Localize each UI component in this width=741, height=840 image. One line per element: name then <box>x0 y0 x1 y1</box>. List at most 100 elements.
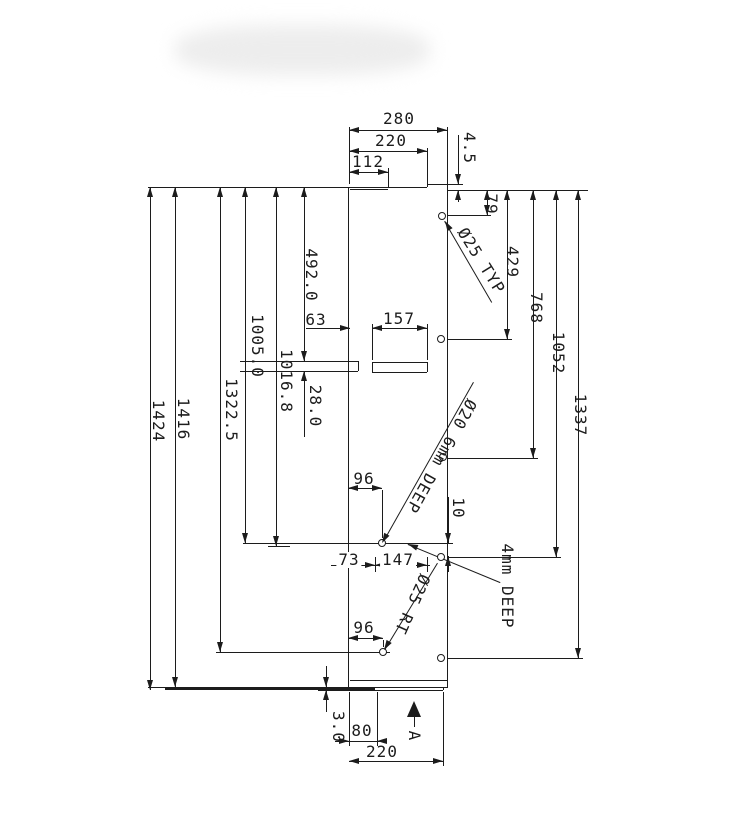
dimline-1337 <box>578 190 579 658</box>
dimline-1016p8 <box>276 187 277 546</box>
hole-mid-lower <box>379 648 387 656</box>
dim-10: 10 <box>449 497 468 519</box>
dim-79: 79 <box>482 193 501 215</box>
hole-top-right <box>438 212 446 220</box>
dim-1337: 1337 <box>571 393 590 437</box>
arrow-96b-r <box>373 635 383 641</box>
dimline-4p5-tail <box>458 190 459 202</box>
dim-220-bottom: 220 <box>366 742 398 761</box>
arrow-1016-b <box>273 536 279 546</box>
plate-bottom-inner <box>350 680 447 681</box>
plate-bottom-thick <box>165 687 375 690</box>
ext-73-147-right <box>427 557 428 572</box>
arrow-220t-r <box>417 148 427 154</box>
dimline-157 <box>372 328 427 329</box>
dim-96-top: 96 <box>353 469 375 488</box>
arrow-1416-b <box>172 677 178 687</box>
dimline-429 <box>507 190 508 339</box>
ext-96-bottom <box>383 640 384 647</box>
dim-1322p5: 1322.5 <box>222 378 241 442</box>
ext-112 <box>388 168 389 187</box>
hole-right-5 <box>437 654 445 662</box>
open-slot-bottom <box>240 371 358 372</box>
dim-1005p0: 1005.0 <box>248 314 267 378</box>
hole-right-3 <box>439 453 447 461</box>
dimline-10 <box>448 497 449 543</box>
section-view-arrow-stem <box>414 716 415 727</box>
arrow-3p0-b <box>323 690 329 700</box>
arrow-147-r <box>417 562 427 568</box>
scan-smudge <box>175 25 430 75</box>
arrow-10-b <box>445 556 451 566</box>
arrow-80-l <box>339 738 349 744</box>
arrow-96t-r <box>372 485 382 491</box>
arrow-28-b <box>301 371 307 381</box>
note-dia25-rt: Ø25 RT <box>390 571 435 638</box>
top-right-ext <box>447 190 588 191</box>
rect-slot-bottom <box>372 372 427 373</box>
plate-left-edge <box>348 187 349 687</box>
note-4mm-deep: 4mm DEEP <box>498 543 517 629</box>
dim-96-bottom: 96 <box>353 618 375 637</box>
dimline-768 <box>533 190 534 458</box>
arrow-leader-dia25-typ <box>442 219 453 232</box>
dim-429: 429 <box>503 246 522 278</box>
arrow-492-t <box>301 187 307 197</box>
bottom-recess-jog-right <box>443 687 444 690</box>
bottom-recess <box>318 690 443 691</box>
dimline-96-bottom <box>348 638 383 639</box>
ext-280-right <box>447 127 448 184</box>
section-view-label: A <box>405 730 424 742</box>
arrow-112-r <box>378 169 388 175</box>
plate-bottom-left <box>148 687 165 688</box>
dim-1016p8: 1016.8 <box>277 349 296 413</box>
section-view-arrow-icon <box>407 701 421 717</box>
arrow-1424-t <box>147 187 153 197</box>
hole-right-2 <box>437 335 445 343</box>
arrow-4p5-b <box>455 190 461 200</box>
hole5l-centerline <box>216 652 390 653</box>
arrow-1005-b <box>242 533 248 543</box>
ext-157-left <box>372 324 373 360</box>
dim-1052: 1052 <box>549 331 568 375</box>
dimline-220-top <box>349 151 427 152</box>
arrow-429-b <box>504 329 510 339</box>
hole5r-centerline <box>447 658 583 659</box>
arrow-1016-t <box>273 187 279 197</box>
arrow-1337-t <box>575 190 581 200</box>
arrow-1005-t <box>242 187 248 197</box>
ext-220-top <box>427 148 428 184</box>
ext-73-147-mid <box>375 557 376 572</box>
open-slot-top <box>240 361 358 362</box>
dim-3p0: 3.0 <box>329 711 348 743</box>
arrow-768-t <box>530 190 536 200</box>
bottom-recess-jog-left <box>349 687 350 690</box>
dimline-1005p0 <box>245 187 246 543</box>
ext-157-right <box>427 324 428 360</box>
plate-top-edge <box>148 187 427 188</box>
arrow-1322-b <box>217 642 223 652</box>
arrow-280-l <box>349 127 359 133</box>
dim-492p0: 492.0 <box>302 248 321 302</box>
arrow-220b-r <box>433 758 443 764</box>
hole1-centerline <box>447 215 491 216</box>
arrow-157-l <box>372 325 382 331</box>
arrow-3p0-t <box>323 677 329 687</box>
dimline-1016p8-ref <box>268 546 290 547</box>
dim-768: 768 <box>527 292 546 324</box>
arrow-1322-t <box>217 187 223 197</box>
arrow-280-r <box>437 127 447 133</box>
arrow-1337-b <box>575 648 581 658</box>
dim-1416: 1416 <box>174 397 193 441</box>
hole-right-4 <box>437 553 445 561</box>
dim-73: 73 <box>336 550 362 569</box>
dimline-80 <box>335 741 387 742</box>
plate-right-edge <box>447 184 448 687</box>
dim-63: 63 <box>305 310 327 329</box>
ext-220-bottom <box>443 692 444 766</box>
dimline-63 <box>306 328 350 329</box>
plate-bottom-right <box>375 687 448 688</box>
dimline-10-tail <box>448 556 449 572</box>
hole-mid-upper <box>378 539 386 547</box>
dimline-1052 <box>556 190 557 557</box>
